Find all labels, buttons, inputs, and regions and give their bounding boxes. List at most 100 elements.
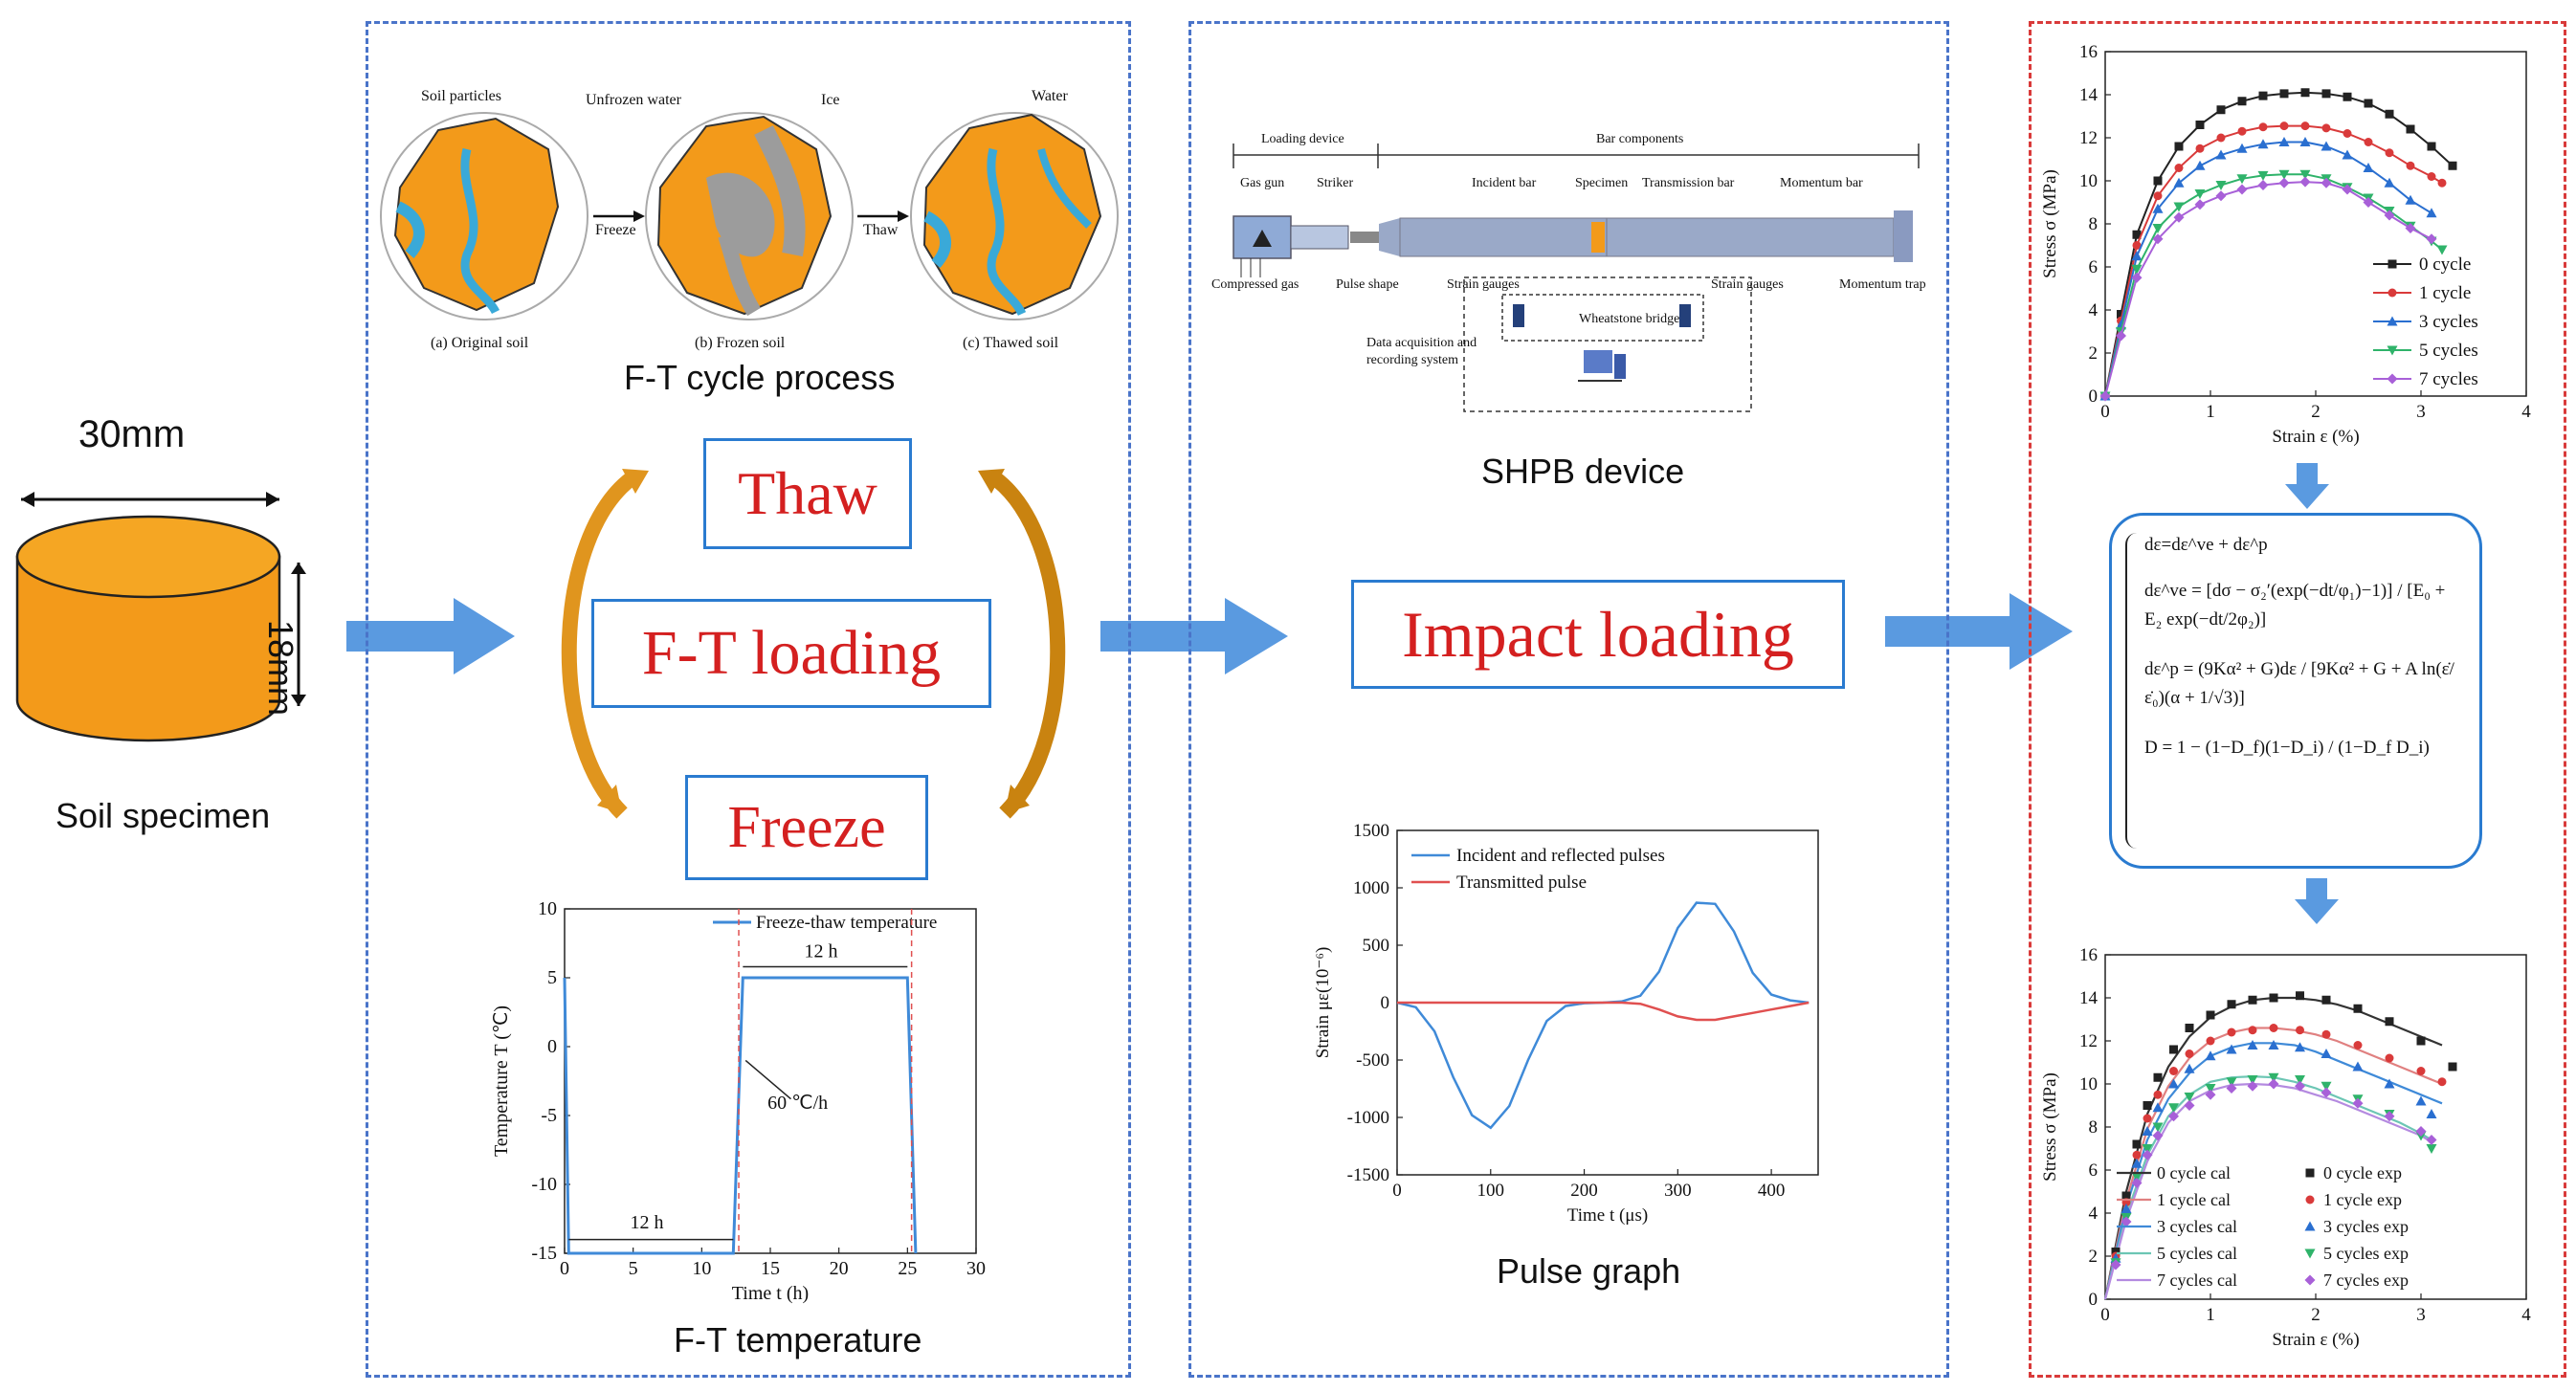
model-panel bbox=[2029, 21, 2566, 1378]
data-point bbox=[2110, 1259, 2121, 1270]
legend-label: 0 cycle exp bbox=[2323, 1163, 2402, 1182]
data-point bbox=[2406, 124, 2415, 134]
legend-label: Incident and reflected pulses bbox=[1456, 846, 1665, 866]
y-tick-label: -500 bbox=[1356, 1050, 1389, 1071]
data-point bbox=[2268, 1072, 2279, 1083]
y-tick-label: 1000 bbox=[1353, 878, 1389, 898]
data-point bbox=[2152, 1102, 2164, 1113]
label-freeze-arrow: Freeze bbox=[595, 222, 636, 239]
data-point bbox=[2257, 139, 2269, 149]
data-point bbox=[2352, 1061, 2364, 1072]
data-point bbox=[2226, 1044, 2237, 1054]
equation-plastic: dε^p = (9Kα² + G)dε / [9Kα² + G + A ln(ε… bbox=[2144, 659, 2454, 708]
data-point bbox=[2152, 233, 2164, 245]
data-point bbox=[2364, 99, 2373, 108]
data-point bbox=[2299, 176, 2311, 188]
data-point bbox=[2216, 133, 2226, 143]
label-pulse-shaper: Pulse shape bbox=[1336, 277, 1399, 292]
x-axis-label: Strain ε (%) bbox=[2272, 1330, 2359, 1350]
data-point bbox=[2132, 1139, 2142, 1149]
legend-label: 7 cycles exp bbox=[2323, 1270, 2409, 1290]
data-point bbox=[2257, 180, 2269, 190]
series-line-4 bbox=[2104, 181, 2432, 397]
y-tick-label: 16 bbox=[2079, 42, 2098, 62]
legend-label: 1 cycle cal bbox=[2157, 1190, 2231, 1209]
label-momentum-trap: Momentum trap bbox=[1839, 277, 1926, 292]
data-point bbox=[2237, 97, 2247, 106]
data-point bbox=[2247, 1075, 2258, 1085]
data-point bbox=[2426, 1135, 2437, 1145]
data-point bbox=[2206, 1036, 2215, 1046]
data-point bbox=[2384, 1111, 2395, 1122]
data-point bbox=[2384, 177, 2395, 188]
data-point bbox=[2184, 1063, 2195, 1073]
x-axis-label: Time t (h) bbox=[732, 1283, 809, 1304]
x-tick-label: 0 bbox=[560, 1258, 569, 1279]
data-point bbox=[2121, 1191, 2131, 1201]
flow-arrow-2 bbox=[1100, 598, 1288, 674]
label-strain-gauges-right: Strain gauges bbox=[1711, 277, 1784, 292]
data-point bbox=[2194, 199, 2206, 210]
legend-marker bbox=[2304, 1274, 2316, 1286]
x-tick-label: 0 bbox=[1392, 1181, 1402, 1201]
data-point bbox=[2216, 105, 2226, 115]
data-point bbox=[2363, 163, 2374, 172]
data-point bbox=[2121, 1216, 2132, 1227]
legend-label: Freeze-thaw temperature bbox=[756, 913, 937, 933]
flow-arrow-3 bbox=[1885, 593, 2073, 670]
data-point bbox=[2299, 137, 2311, 146]
soil-specimen-cylinder bbox=[15, 492, 306, 742]
data-point bbox=[2131, 264, 2143, 275]
data-point bbox=[2184, 1093, 2195, 1102]
label-thawed-soil: (c) Thawed soil bbox=[963, 335, 1059, 351]
data-point bbox=[2321, 141, 2332, 151]
series-line-0 bbox=[1396, 901, 1810, 1130]
data-point bbox=[2131, 1178, 2143, 1188]
legend-label: 5 cycles bbox=[2419, 341, 2478, 361]
data-point bbox=[2205, 1084, 2216, 1094]
data-point bbox=[2168, 1111, 2179, 1122]
data-point bbox=[2143, 1101, 2152, 1110]
legend-marker bbox=[2304, 1248, 2316, 1259]
data-point bbox=[2405, 223, 2416, 233]
x-tick-label: 2 bbox=[2311, 402, 2321, 422]
label-bar-components: Bar components bbox=[1596, 132, 1684, 146]
y-tick-label: -15 bbox=[531, 1243, 557, 1264]
data-point bbox=[2153, 176, 2163, 186]
label-frozen-soil: (b) Frozen soil bbox=[695, 335, 786, 351]
y-tick-label: -5 bbox=[541, 1105, 557, 1126]
data-point bbox=[2321, 1081, 2332, 1092]
y-tick-label: -1000 bbox=[1347, 1108, 1389, 1128]
data-point bbox=[2173, 177, 2185, 188]
legend-marker bbox=[2304, 1221, 2316, 1231]
legend-label: Transmitted pulse bbox=[1456, 873, 1587, 893]
model-equations-box: dε=dε^ve + dε^p dε^ve = [dσ − σ₂′(exp(−d… bbox=[2109, 513, 2482, 869]
data-point bbox=[2353, 1041, 2363, 1050]
label-wheatstone: Wheatstone bridge bbox=[1579, 312, 1680, 326]
data-point bbox=[2258, 91, 2268, 100]
legend-label: 0 cycle bbox=[2419, 254, 2471, 275]
data-point bbox=[2295, 1042, 2305, 1052]
data-point bbox=[2227, 1000, 2236, 1009]
data-point bbox=[2195, 121, 2205, 129]
legend-label: 5 cycles exp bbox=[2323, 1244, 2409, 1263]
data-point bbox=[2426, 233, 2437, 245]
data-point bbox=[2152, 1130, 2164, 1141]
data-point bbox=[2437, 1077, 2447, 1087]
y-tick-label: 8 bbox=[2089, 1117, 2099, 1138]
specimen-caption: Soil specimen bbox=[56, 796, 271, 835]
y-tick-label: 8 bbox=[2089, 214, 2099, 234]
data-point bbox=[2215, 149, 2227, 160]
data-point bbox=[2132, 241, 2142, 250]
data-point bbox=[2142, 1149, 2153, 1160]
legend-label: 3 cycles cal bbox=[2157, 1217, 2237, 1236]
equation-damage: D = 1 − (1−D_f)(1−D_i) / (1−D_f D_i) bbox=[2144, 738, 2430, 758]
data-point bbox=[2296, 1026, 2304, 1035]
data-point bbox=[2168, 1103, 2179, 1114]
x-tick-label: 4 bbox=[2521, 1305, 2531, 1325]
x-axis-label: Time t (μs) bbox=[1567, 1205, 1648, 1226]
data-point bbox=[2194, 160, 2206, 170]
x-tick-label: 10 bbox=[692, 1258, 711, 1279]
ft-panel bbox=[366, 21, 1131, 1378]
data-point bbox=[2321, 177, 2332, 188]
